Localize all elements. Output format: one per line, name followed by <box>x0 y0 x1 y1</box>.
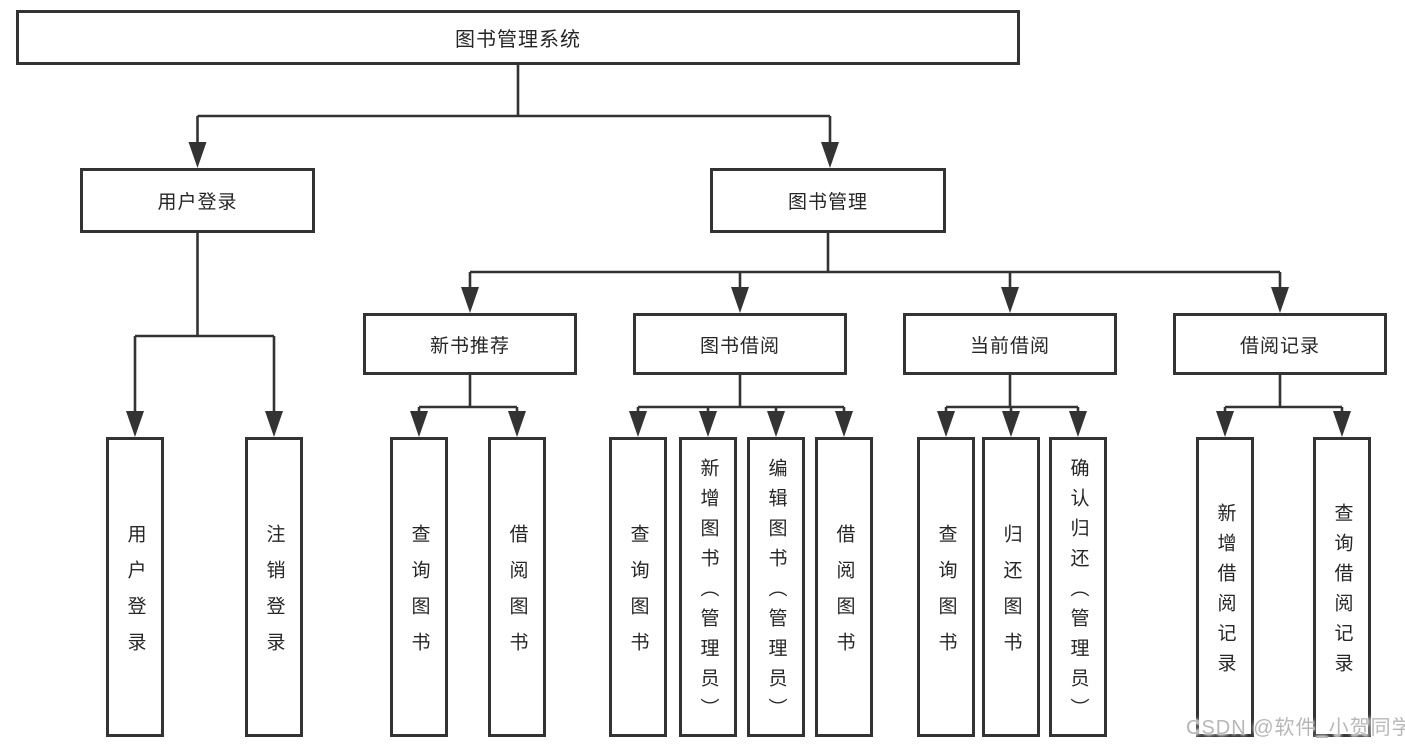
node-current-borrow-label: 当前借阅 <box>969 335 1050 357</box>
csdn-watermark: CSDN @软件_小贺同学 <box>1186 717 1405 739</box>
leaf-query-books-recommend-label: 查询图书 <box>408 523 430 668</box>
leaf-logout-label: 注销登录 <box>263 523 285 668</box>
leaf-add-borrow-record: 新增借阅记录 <box>1196 437 1254 737</box>
node-book-management-label: 图书管理 <box>787 192 868 213</box>
leaf-query-borrow-record: 查询借阅记录 <box>1313 437 1371 737</box>
node-current-borrow: 当前借阅 <box>903 313 1117 375</box>
node-borrow-records: 借阅记录 <box>1173 313 1387 375</box>
leaf-edit-book-admin-label: 编辑图书（管理员） <box>765 457 787 728</box>
leaf-borrow-books-recommend: 借阅图书 <box>488 437 546 737</box>
leaf-borrow-books: 借阅图书 <box>815 437 873 737</box>
leaf-add-book-admin: 新增图书（管理员） <box>679 437 737 737</box>
connector-root-to-level2 <box>188 65 839 168</box>
node-borrow-records-label: 借阅记录 <box>1239 335 1320 357</box>
connector-bookborrow-to-leaves <box>629 375 853 437</box>
node-book-management: 图书管理 <box>710 168 946 233</box>
connector-userlogin-to-leaves <box>126 233 283 437</box>
leaf-query-books-current: 查询图书 <box>917 437 975 737</box>
node-user-login-label: 用户登录 <box>157 192 238 213</box>
connector-currentborrow-to-leaves <box>937 375 1087 437</box>
leaf-confirm-return-admin-label: 确认归还（管理员） <box>1067 457 1089 728</box>
leaf-return-book: 归还图书 <box>982 437 1040 737</box>
node-root-system: 图书管理系统 <box>16 10 1020 65</box>
node-new-book-recommend-label: 新书推荐 <box>429 335 510 357</box>
connector-newbookrec-to-leaves <box>410 375 526 437</box>
node-book-borrow: 图书借阅 <box>633 313 847 375</box>
leaf-query-books-current-label: 查询图书 <box>935 523 957 668</box>
leaf-query-books-recommend: 查询图书 <box>390 437 448 737</box>
leaf-user-login-label: 用户登录 <box>124 523 146 668</box>
node-new-book-recommend: 新书推荐 <box>363 313 577 375</box>
connector-bookmgmt-to-level3 <box>461 233 1289 313</box>
leaf-user-login: 用户登录 <box>106 437 164 737</box>
node-user-login: 用户登录 <box>80 168 315 233</box>
leaf-query-books-borrow-label: 查询图书 <box>627 523 649 668</box>
leaf-add-book-admin-label: 新增图书（管理员） <box>697 457 719 728</box>
leaf-borrow-books-label: 借阅图书 <box>833 523 855 668</box>
leaf-query-books-borrow: 查询图书 <box>609 437 667 737</box>
connector-borrowrecords-to-leaves <box>1216 375 1351 437</box>
node-book-borrow-label: 图书借阅 <box>699 335 780 357</box>
leaf-return-book-label: 归还图书 <box>1000 523 1022 668</box>
leaf-query-borrow-record-label: 查询借阅记录 <box>1331 502 1353 683</box>
leaf-edit-book-admin: 编辑图书（管理员） <box>747 437 805 737</box>
leaf-confirm-return-admin: 确认归还（管理员） <box>1049 437 1107 737</box>
leaf-logout: 注销登录 <box>245 437 303 737</box>
leaf-add-borrow-record-label: 新增借阅记录 <box>1214 502 1236 683</box>
leaf-borrow-books-recommend-label: 借阅图书 <box>506 523 528 668</box>
node-root-label: 图书管理系统 <box>455 29 581 51</box>
